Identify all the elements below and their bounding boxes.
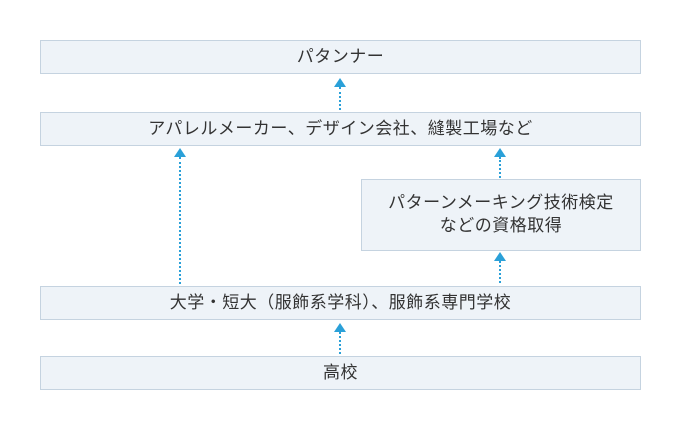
arrow-head — [494, 252, 506, 261]
arrow-head — [334, 78, 346, 87]
arrow-shaft — [339, 87, 341, 110]
node-university: 大学・短大（服飾系学科）、服飾系専門学校 — [40, 286, 641, 320]
arrow-certification-to-companies — [493, 148, 507, 178]
node-certification-line2: などの資格取得 — [439, 216, 563, 236]
node-pattern-maker-label: パタンナー — [296, 46, 385, 67]
arrow-high-school-to-university — [333, 323, 347, 354]
node-apparel-companies-label: アパレルメーカー、デザイン会社、縫製工場など — [148, 118, 533, 139]
arrow-university-to-certification — [493, 252, 507, 283]
node-pattern-maker: パタンナー — [40, 40, 641, 74]
arrow-shaft — [499, 157, 501, 178]
arrow-university-to-companies — [173, 148, 187, 284]
node-certification: パターンメーキング技術検定 などの資格取得 — [361, 179, 641, 251]
node-high-school: 高校 — [40, 356, 641, 390]
node-certification-line1: パターンメーキング技術検定 — [388, 193, 614, 214]
arrow-shaft — [499, 261, 501, 283]
arrow-head — [174, 148, 186, 157]
arrow-shaft — [179, 157, 181, 284]
arrow-companies-to-pattern-maker — [333, 78, 347, 110]
arrow-shaft — [339, 332, 341, 354]
arrow-head — [334, 323, 346, 332]
arrow-head — [494, 148, 506, 157]
node-apparel-companies: アパレルメーカー、デザイン会社、縫製工場など — [40, 112, 641, 146]
node-university-label: 大学・短大（服飾系学科）、服飾系専門学校 — [169, 292, 512, 313]
node-high-school-label: 高校 — [323, 362, 358, 383]
